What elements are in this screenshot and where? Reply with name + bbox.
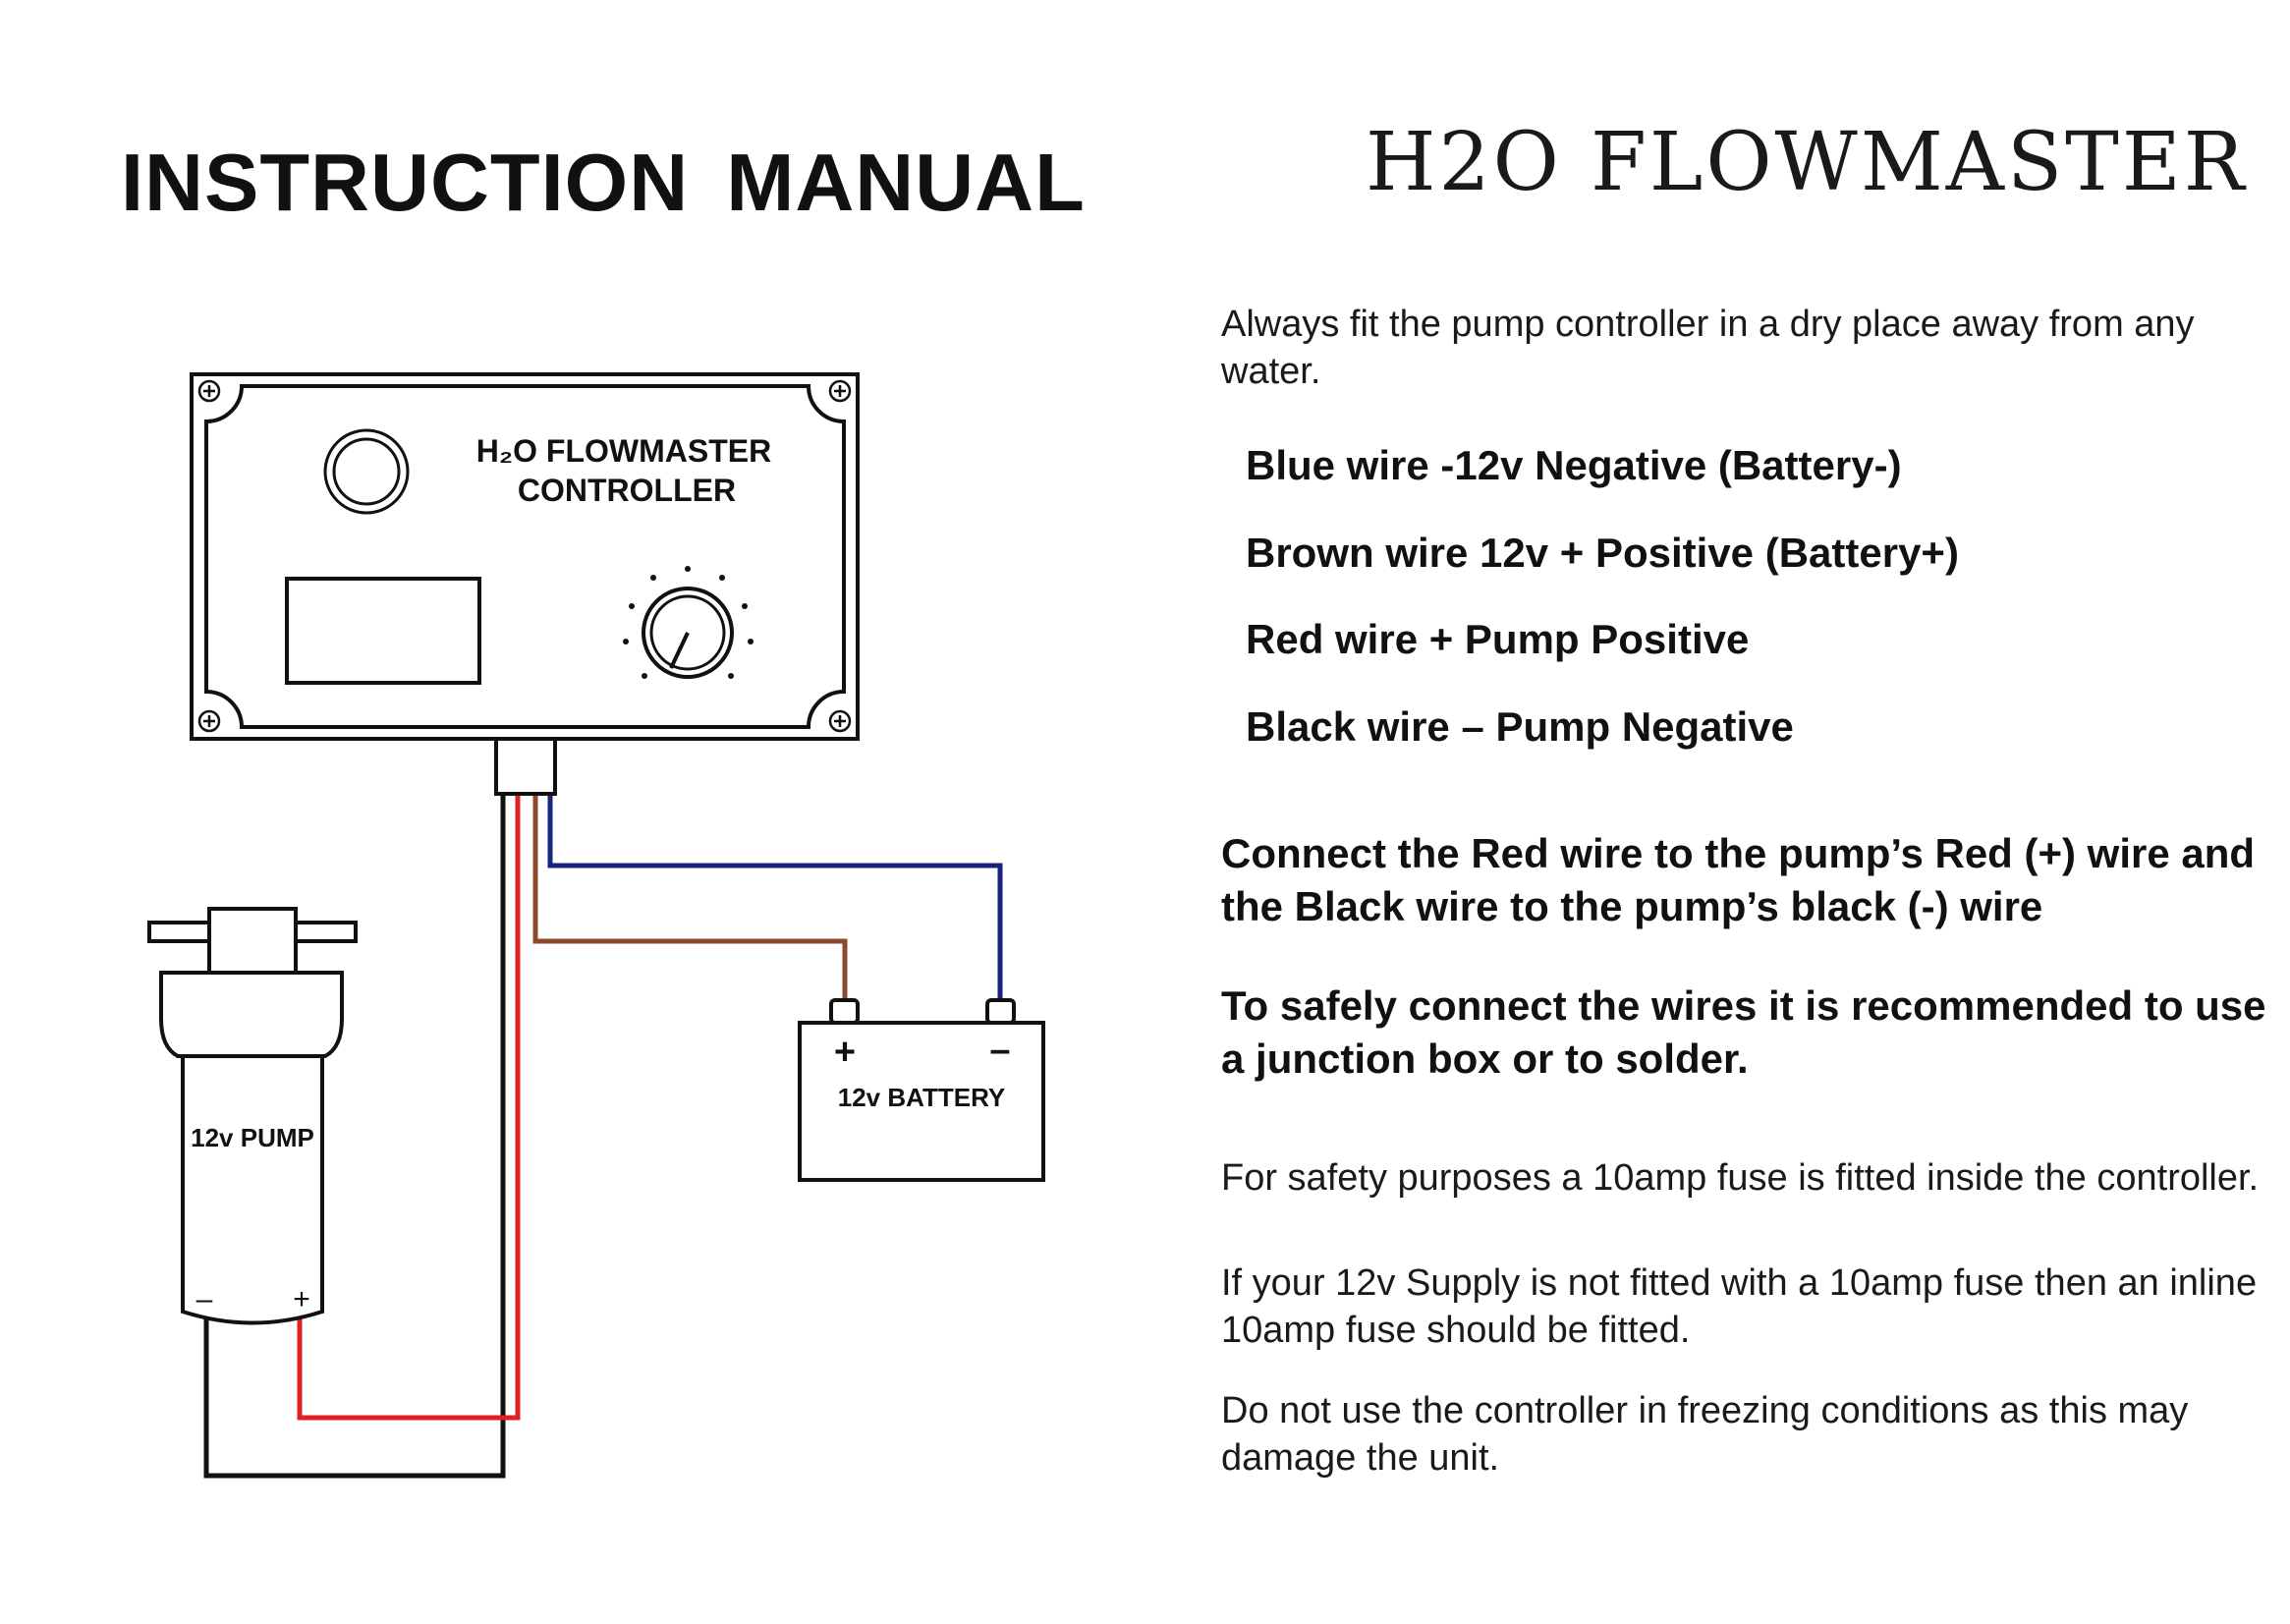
battery-minus-terminal: – xyxy=(989,1030,1010,1071)
screw-icon xyxy=(197,379,221,403)
pump-label: 12v PUMP xyxy=(191,1123,314,1152)
screw-icon xyxy=(828,379,852,403)
connect-note: Connect the Red wire to the pump’s Red (… xyxy=(1221,830,2256,929)
pump: 12v PUMP – + xyxy=(147,907,358,1325)
display-screen xyxy=(285,577,481,685)
safety-note: To safely connect the wires it is recomm… xyxy=(1221,982,2266,1082)
screw-icon xyxy=(197,709,221,733)
intro-paragraph: Always fit the pump controller in a dry … xyxy=(1221,304,2195,392)
wire-blue-line: Blue wire -12v Negative (Battery-) xyxy=(1246,442,1902,488)
battery-label: 12v BATTERY xyxy=(838,1083,1006,1112)
controller-box: H₂O FLOWMASTER CONTROLLER xyxy=(190,372,860,741)
blue-wire xyxy=(547,794,1003,1000)
controller-label: H₂O FLOWMASTER xyxy=(476,433,771,469)
red-wire xyxy=(297,794,521,1421)
wire-brown-line: Brown wire 12v + Positive (Battery+) xyxy=(1246,530,1959,576)
wire-black-line: Black wire – Pump Negative xyxy=(1246,703,1794,750)
black-wire xyxy=(203,794,506,1479)
fuse-note: For safety purposes a 10amp fuse is fitt… xyxy=(1221,1157,2260,1199)
brand-title: H2O FLOWMASTER xyxy=(1366,116,2248,209)
brown-wire xyxy=(532,794,848,1000)
pump-minus-terminal: – xyxy=(196,1283,213,1316)
controller-label: CONTROLLER xyxy=(518,473,736,508)
manual-title: INSTRUCTION MANUAL xyxy=(121,137,1086,228)
battery-plus-terminal: + xyxy=(834,1032,856,1073)
freezing-note: Do not use the controller in freezing co… xyxy=(1221,1390,2189,1479)
wiring-diagram: H₂O FLOWMASTER CONTROLLER 12v PUMP – + +… xyxy=(147,372,1045,1479)
cable-gland xyxy=(494,737,557,796)
speed-knob-icon xyxy=(623,566,754,679)
battery: + – 12v BATTERY xyxy=(798,998,1045,1182)
screw-icon xyxy=(828,709,852,733)
wire-red-line: Red wire + Pump Positive xyxy=(1246,616,1750,662)
power-button-icon xyxy=(323,428,410,515)
pump-plus-terminal: + xyxy=(293,1283,310,1316)
inline-fuse-note: If your 12v Supply is not fitted with a … xyxy=(1221,1262,2258,1351)
